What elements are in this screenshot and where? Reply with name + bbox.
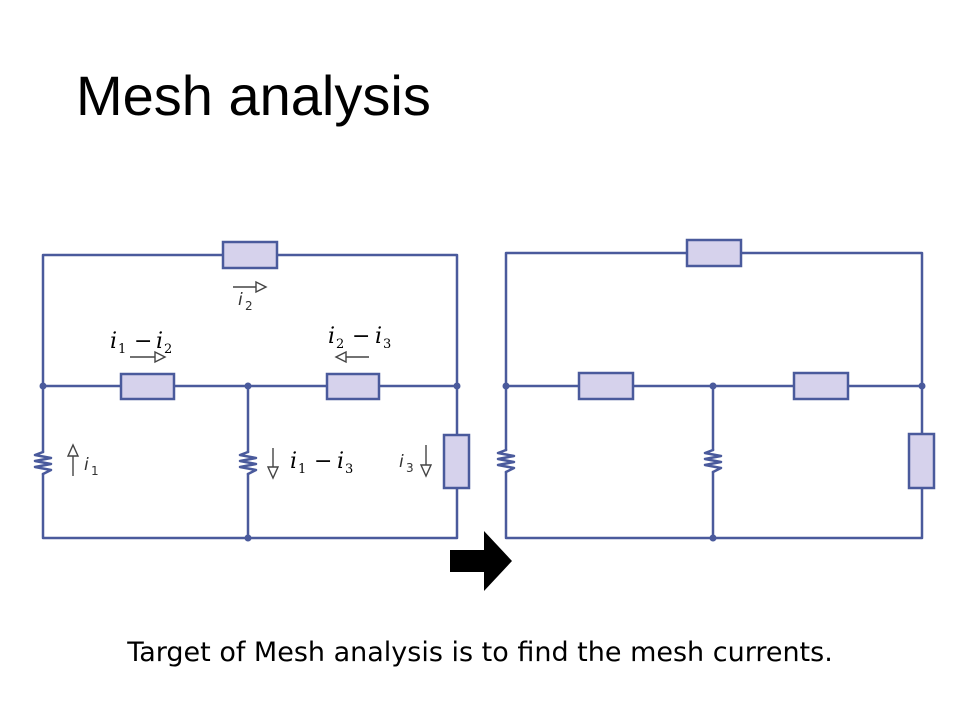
- label-i1: i 1: [84, 455, 99, 478]
- label-i1-minus-i3: i 1 − i 3: [290, 449, 353, 477]
- resistor-top-right: [685, 238, 743, 268]
- label-minus: −: [352, 324, 370, 349]
- resistor-top-left: [221, 240, 279, 270]
- zigzag-resistor-left-middle: [238, 450, 258, 476]
- right-arrow-icon: [450, 531, 512, 591]
- current-arrow-i1-minus-i3: [266, 448, 280, 480]
- label-i2-sub: 2: [336, 337, 344, 352]
- resistor-middle-right-b: [792, 371, 850, 401]
- right-circuit-wires: [504, 251, 924, 540]
- label-i2-sub: 2: [245, 299, 253, 313]
- zigzag-resistor-left-outer: [33, 450, 53, 476]
- slide-title: Mesh analysis: [76, 64, 431, 127]
- node: [244, 382, 252, 390]
- zigzag-resistor-right-middle: [703, 448, 723, 474]
- resistor-vertical-right-right: [907, 432, 936, 490]
- label-i2-letter: i: [156, 329, 163, 354]
- label-i3: i 3: [399, 452, 414, 475]
- current-arrow-i2: [233, 280, 268, 294]
- label-i1-sub: 1: [298, 462, 306, 477]
- node: [39, 382, 47, 390]
- resistor-middle-left-b: [325, 372, 381, 401]
- node: [709, 382, 717, 390]
- node: [244, 534, 252, 542]
- label-i1-letter: i: [84, 455, 89, 475]
- label-i2-minus-i3: i 2 − i 3: [328, 324, 391, 352]
- label-i1-letter: i: [290, 449, 297, 474]
- label-minus: −: [134, 329, 152, 354]
- label-i1-sub: 1: [91, 464, 99, 478]
- label-i3-sub: 3: [345, 462, 353, 477]
- node: [709, 534, 717, 542]
- current-arrow-i1-minus-i2: [130, 350, 167, 364]
- current-arrow-i3: [419, 445, 433, 478]
- current-arrow-i1: [66, 443, 80, 476]
- label-i2-letter: i: [238, 290, 243, 310]
- label-i1-sub: 1: [118, 342, 126, 357]
- label-i2: i 2: [238, 290, 253, 313]
- label-i3-sub: 3: [406, 461, 414, 475]
- current-arrow-i2-minus-i3: [334, 350, 369, 364]
- label-i3-letter: i: [375, 324, 382, 349]
- node: [502, 382, 510, 390]
- label-i3-letter: i: [337, 449, 344, 474]
- node: [918, 382, 926, 390]
- label-minus: −: [314, 449, 332, 474]
- label-i3-letter: i: [399, 452, 404, 472]
- resistor-middle-left-a: [119, 372, 176, 401]
- label-i2-sub: 2: [164, 342, 172, 357]
- left-circuit-wires: [41, 253, 459, 540]
- zigzag-resistor-right-outer: [496, 448, 516, 474]
- label-i1-minus-i2: i 1 − i 2: [110, 329, 172, 357]
- right-circuit: [496, 238, 936, 542]
- resistor-vertical-right-left: [442, 433, 471, 490]
- node: [453, 382, 461, 390]
- label-i2-letter: i: [328, 324, 335, 349]
- resistor-middle-right-a: [577, 371, 635, 401]
- left-circuit: i 2 i 1 − i 2 i 2 − i 3 i 1 i 1 − i 3: [33, 240, 471, 542]
- label-i1-letter: i: [110, 329, 117, 354]
- label-i3-sub: 3: [383, 337, 391, 352]
- slide-caption: Target of Mesh analysis is to find the m…: [127, 637, 833, 668]
